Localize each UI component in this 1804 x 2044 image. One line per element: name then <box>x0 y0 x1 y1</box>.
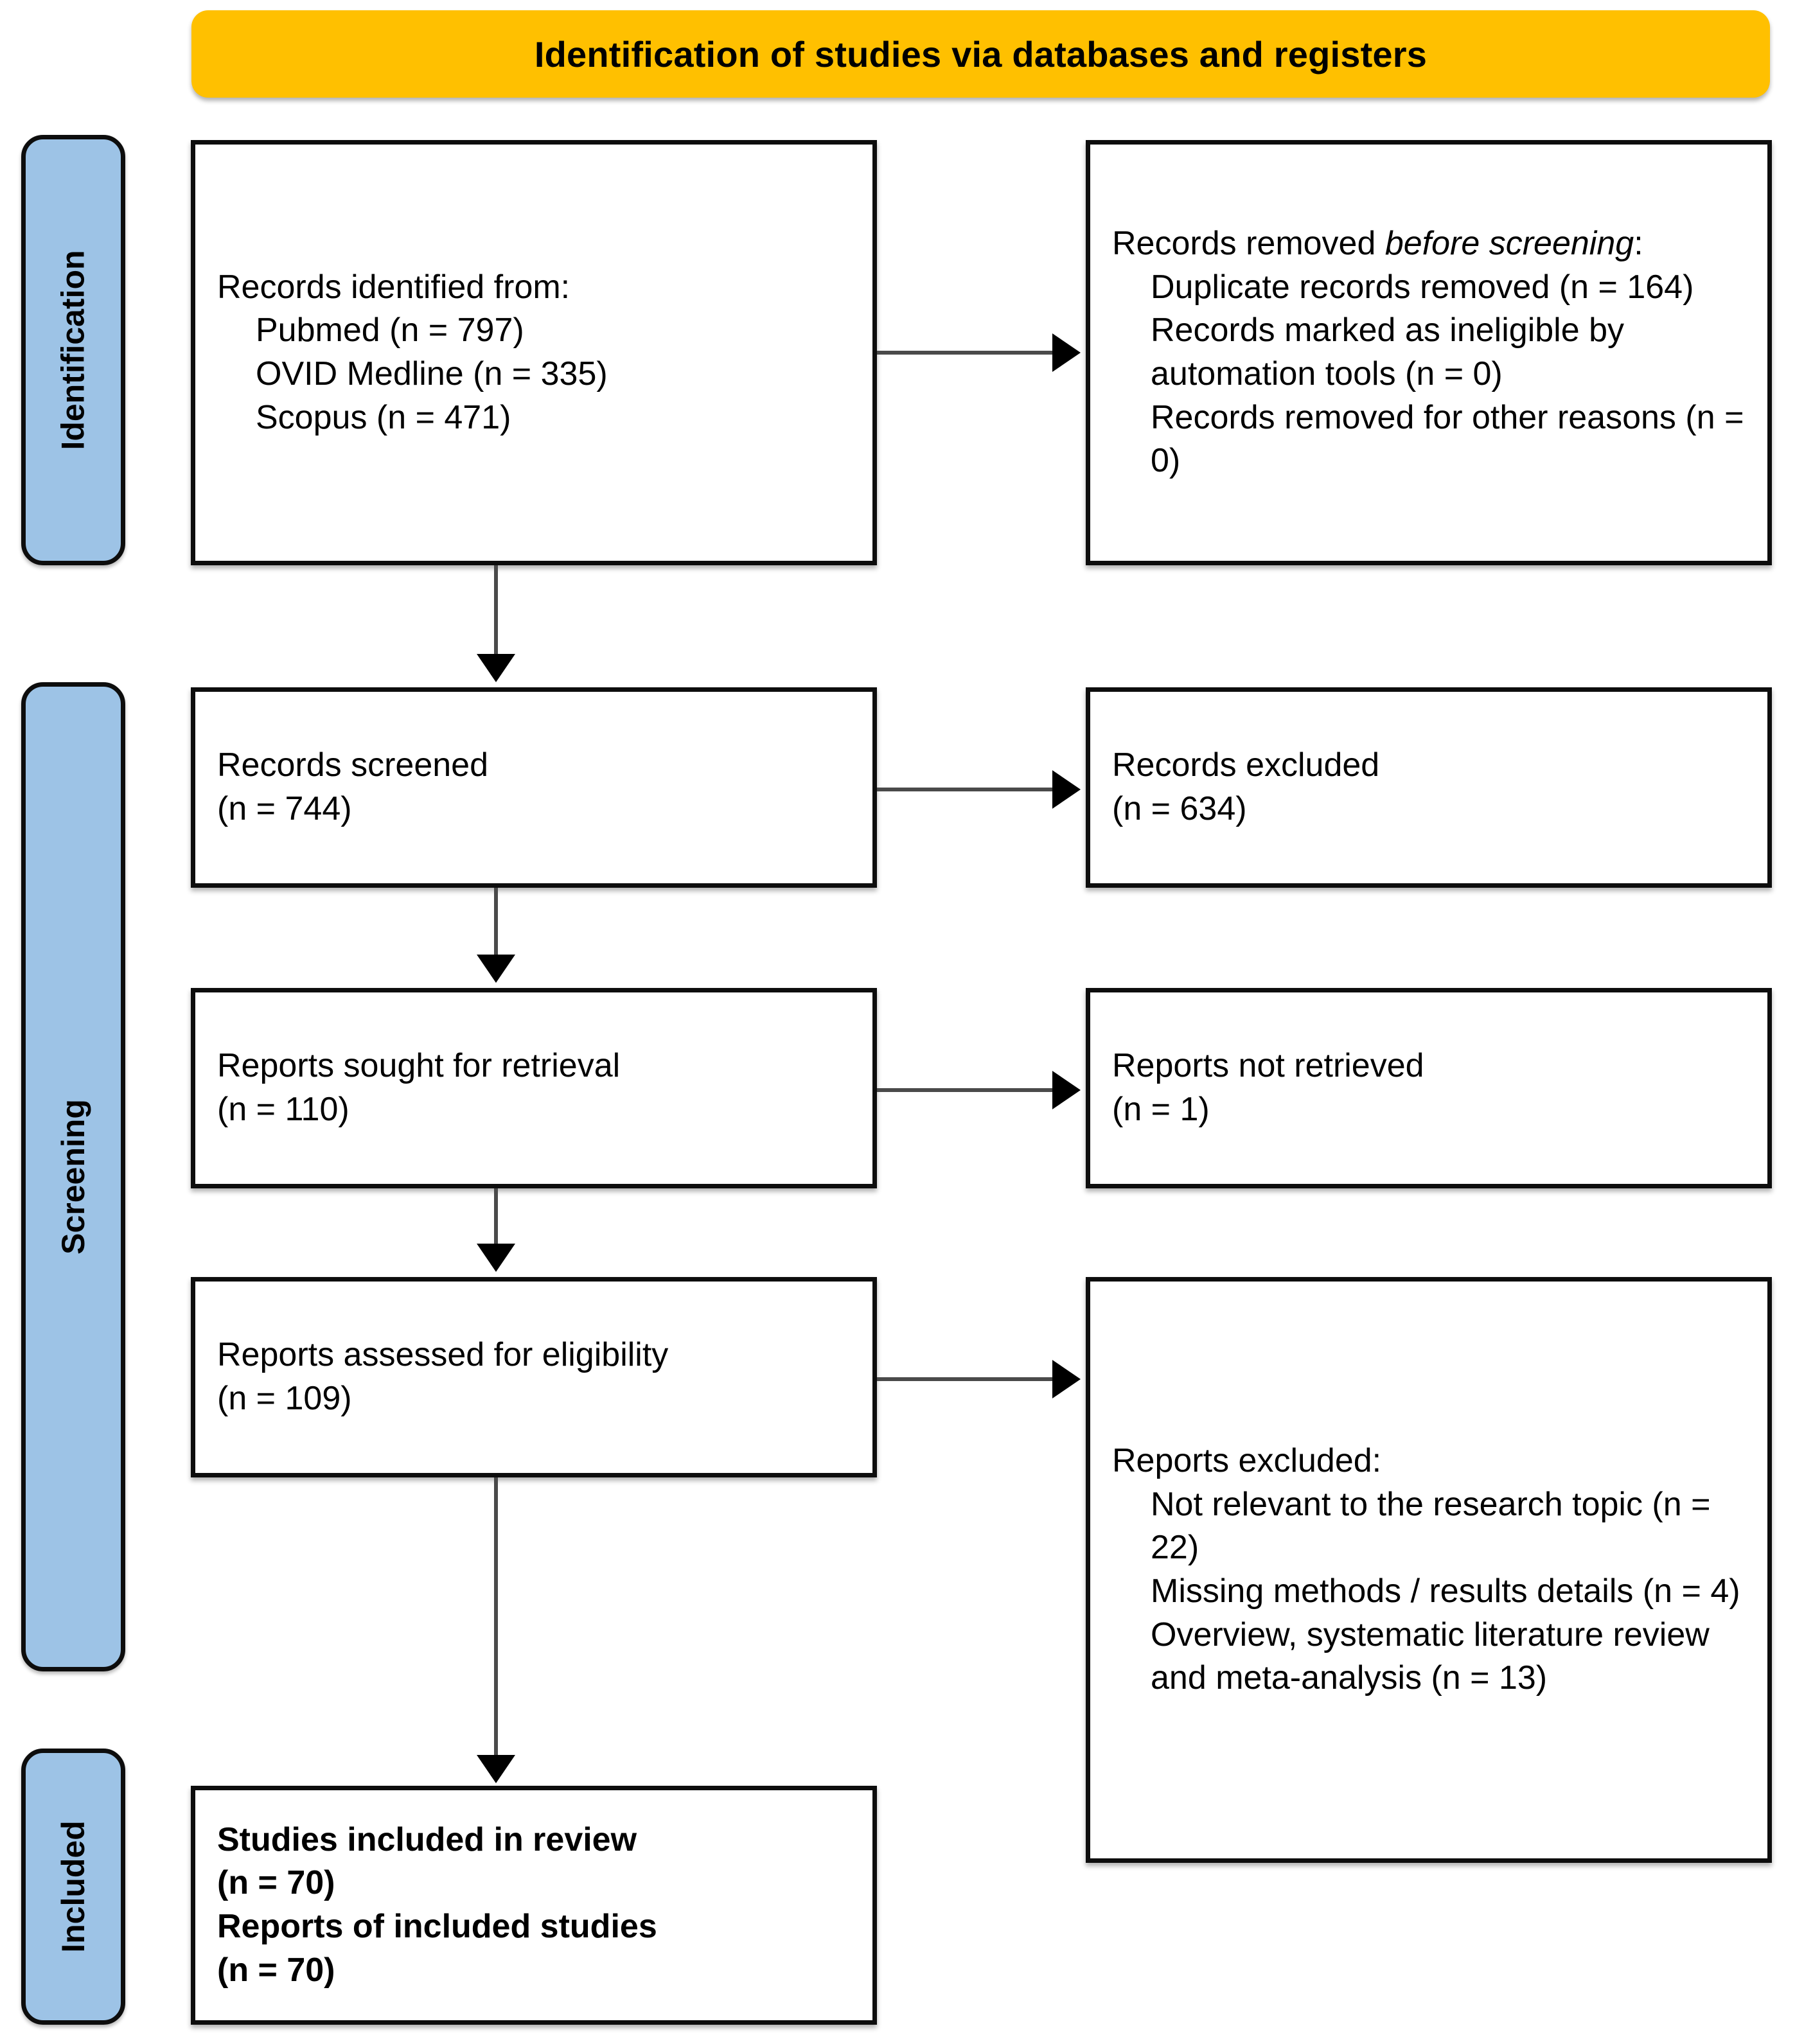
reports-not-retrieved-count: (n = 1) <box>1112 1091 1210 1128</box>
source-pubmed: Pubmed (n = 797) <box>256 312 524 349</box>
reason-duplicates: Duplicate records removed (n = 164) <box>1151 268 1694 306</box>
records-excluded-count: (n = 634) <box>1112 790 1247 827</box>
box-studies-included: Studies included in review (n = 70) Repo… <box>191 1786 877 2025</box>
records-removed-heading-plain: Records removed <box>1112 225 1385 263</box>
stage-bar-screening: Screening <box>21 682 125 1671</box>
arrowhead-right-icon <box>1052 1071 1081 1109</box>
studies-included-count: (n = 70) <box>217 1864 335 1902</box>
records-excluded-label: Records excluded <box>1112 746 1380 784</box>
records-screened-count: (n = 744) <box>217 790 352 827</box>
page-title: Identification of studies via databases … <box>534 33 1428 75</box>
box-records-screened: Records screened (n = 744) <box>191 687 877 888</box>
box-records-removed-before-screening: Records removed before screening: Duplic… <box>1086 140 1772 565</box>
reports-assessed-label: Reports assessed for eligibility <box>217 1336 669 1374</box>
stage-label-screening: Screening <box>55 1099 91 1255</box>
arrowhead-right-icon <box>1052 333 1081 372</box>
reason-other: Records removed for other reasons (n = 0… <box>1151 398 1744 480</box>
reports-included-label: Reports of included studies <box>217 1908 657 1945</box>
arrowhead-down-icon <box>477 955 515 983</box>
exclusion-not-relevant: Not relevant to the research topic (n = … <box>1151 1485 1711 1567</box>
reports-not-retrieved-label: Reports not retrieved <box>1112 1047 1424 1085</box>
connector-sought-to-not-retrieved <box>877 1088 1054 1092</box>
arrowhead-down-icon <box>477 654 515 682</box>
source-ovid-medline: OVID Medline (n = 335) <box>256 355 608 392</box>
box-records-identified: Records identified from: Pubmed (n = 797… <box>191 140 877 565</box>
connector-identified-to-screened <box>494 565 498 659</box>
reports-sought-label: Reports sought for retrieval <box>217 1047 621 1085</box>
records-removed-heading-suffix: : <box>1634 225 1643 263</box>
stage-label-identification: Identification <box>55 250 92 450</box>
arrowhead-down-icon <box>477 1755 515 1783</box>
exclusion-missing-details: Missing methods / results details (n = 4… <box>1151 1573 1740 1610</box>
header-banner: Identification of studies via databases … <box>191 10 1770 98</box>
connector-identified-to-removed <box>877 351 1054 355</box>
connector-assessed-to-excluded-reports <box>877 1377 1054 1381</box>
arrowhead-right-icon <box>1052 1360 1081 1398</box>
reports-assessed-count: (n = 109) <box>217 1380 352 1417</box>
stage-label-included: Included <box>55 1820 92 1953</box>
studies-included-label: Studies included in review <box>217 1820 637 1858</box>
arrowhead-down-icon <box>477 1244 515 1272</box>
records-screened-label: Records screened <box>217 746 488 784</box>
connector-sought-to-assessed <box>494 1188 498 1249</box>
source-scopus: Scopus (n = 471) <box>256 398 511 436</box>
connector-screened-to-sought <box>494 888 498 960</box>
reports-included-count: (n = 70) <box>217 1951 335 1989</box>
exclusion-review-meta-analysis: Overview, systematic literature review a… <box>1151 1616 1710 1697</box>
reports-excluded-heading: Reports excluded: <box>1112 1442 1382 1480</box>
stage-bar-included: Included <box>21 1749 125 2025</box>
records-removed-heading-italic: before screening <box>1384 225 1634 263</box>
reports-sought-count: (n = 110) <box>217 1091 349 1128</box>
box-reports-excluded: Reports excluded: Not relevant to the re… <box>1086 1277 1772 1863</box>
records-removed-heading: Records removed before screening: <box>1112 222 1746 266</box>
box-reports-not-retrieved: Reports not retrieved (n = 1) <box>1086 988 1772 1188</box>
arrowhead-right-icon <box>1052 770 1081 809</box>
records-identified-heading: Records identified from: <box>217 268 570 306</box>
box-reports-sought-for-retrieval: Reports sought for retrieval (n = 110) <box>191 988 877 1188</box>
connector-screened-to-excluded <box>877 788 1054 791</box>
box-records-excluded: Records excluded (n = 634) <box>1086 687 1772 888</box>
stage-bar-identification: Identification <box>21 135 125 565</box>
connector-assessed-to-included <box>494 1477 498 1760</box>
box-reports-assessed-for-eligibility: Reports assessed for eligibility (n = 10… <box>191 1277 877 1477</box>
reason-automation-ineligible: Records marked as ineligible by automati… <box>1151 312 1625 392</box>
